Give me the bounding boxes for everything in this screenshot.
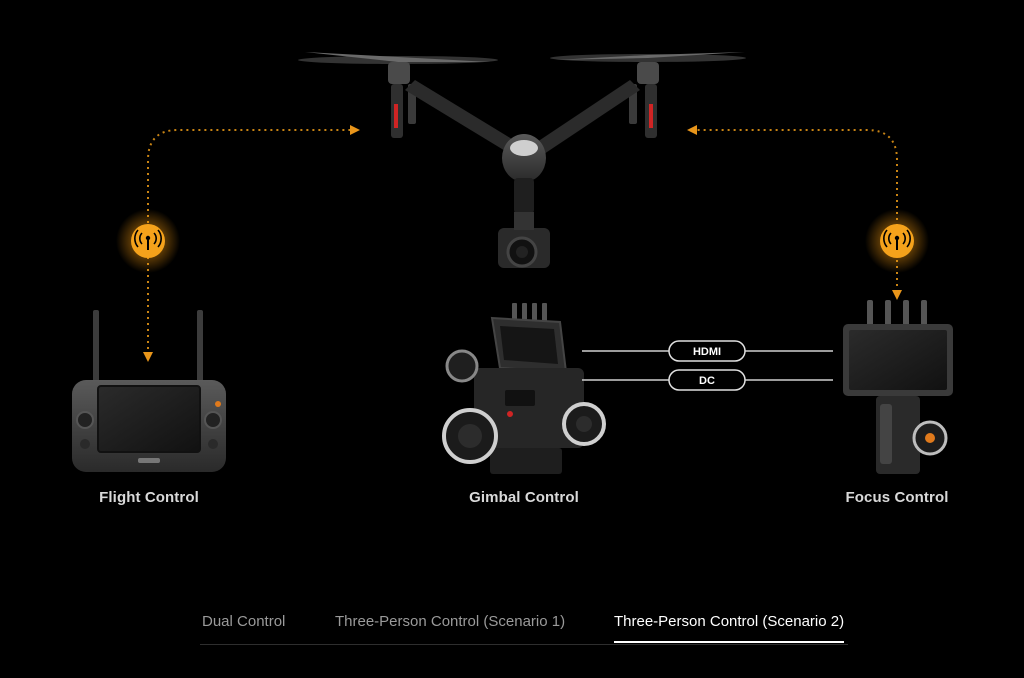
flight-signal-path	[143, 125, 360, 362]
flight-control-label: Flight Control	[99, 489, 199, 506]
hdmi-label: HDMI	[693, 346, 721, 358]
tab-three-person-scenario-2[interactable]: Three-Person Control (Scenario 2)	[614, 613, 845, 643]
hdmi-cable: HDMI	[582, 340, 833, 362]
dc-label: DC	[699, 375, 715, 387]
remote-controller-image	[72, 310, 226, 472]
focus-control-label: Focus Control	[845, 489, 949, 506]
wireless-signal-icon	[865, 209, 929, 273]
focus-monitor-image	[843, 300, 953, 474]
tab-dual-control[interactable]: Dual Control	[202, 613, 286, 630]
dc-cable: DC	[582, 369, 833, 391]
gimbal-controller-image	[442, 303, 606, 474]
wireless-signal-icon	[116, 209, 180, 273]
focus-signal-path	[687, 125, 902, 300]
drone-image	[298, 52, 746, 268]
scenario-tabs: Dual Control Three-Person Control (Scena…	[200, 604, 848, 645]
gimbal-control-label: Gimbal Control	[469, 489, 579, 506]
tab-three-person-scenario-1[interactable]: Three-Person Control (Scenario 1)	[335, 613, 566, 630]
